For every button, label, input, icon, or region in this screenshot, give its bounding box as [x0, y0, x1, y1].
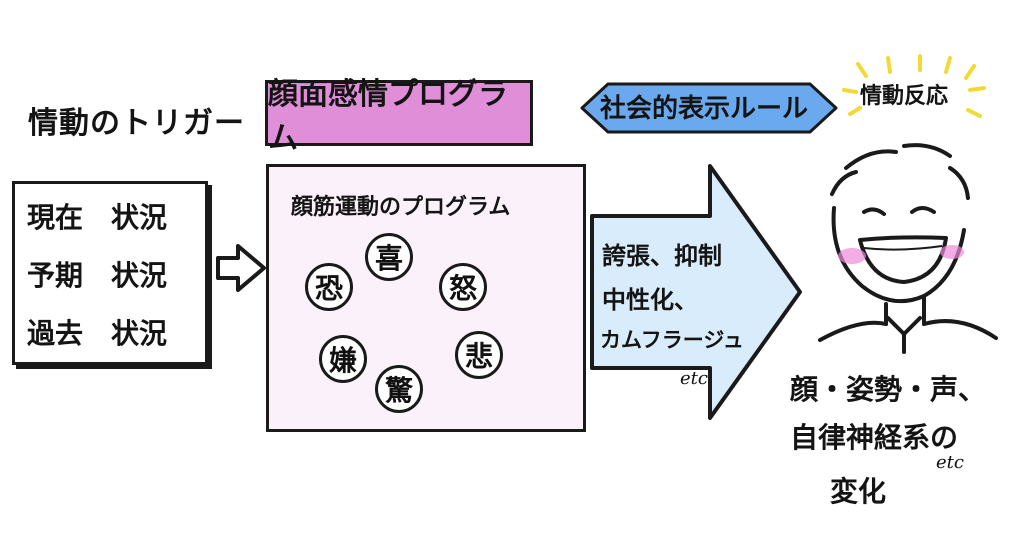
emotion-sadness: 悲	[455, 331, 503, 379]
emotion-joy: 喜	[365, 233, 413, 281]
trigger-item-expected: 予期 状況	[27, 259, 168, 292]
reaction-line-face-posture-voice: 顔・姿勢・声、	[790, 373, 987, 406]
emotion-fear: 恐	[305, 263, 353, 311]
reaction-etc: etc	[936, 452, 964, 473]
social-display-rules-label: 社会的表示ルール	[600, 94, 809, 124]
social-rules-arrow	[590, 164, 802, 420]
emotional-reaction-label: 情動反応	[860, 84, 949, 109]
trigger-item-present: 現在 状況	[27, 201, 168, 234]
emotion-surprise: 驚	[375, 365, 423, 413]
trigger-title: 情動のトリガー	[28, 106, 245, 141]
facial-muscle-program-title: 顔筋運動のプログラム	[291, 195, 511, 220]
emotion-anger: 怒	[439, 263, 487, 311]
reaction-line-change: 変化	[830, 475, 887, 508]
social-rule-line-camouflage: カムフラージュ	[600, 328, 744, 352]
reaction-line-autonomic: 自律神経系の	[790, 421, 959, 454]
trigger-item-past: 過去 状況	[27, 317, 168, 350]
social-rule-line-neutralization: 中性化、	[602, 286, 698, 314]
smiling-face-illustration	[818, 143, 998, 354]
facial-emotion-program-label: 顔面感情プログラム	[265, 77, 533, 156]
emotion-disgust: 嫌	[319, 335, 367, 383]
social-rule-line-exaggeration: 誇張、抑制	[602, 242, 722, 270]
facial-muscle-program-box: 顔筋運動のプログラム 喜 恐 怒 嫌 悲 驚	[266, 164, 586, 432]
reaction-glow	[842, 54, 986, 118]
social-rule-etc: etc	[680, 368, 708, 389]
trigger-box: 現在 状況 予期 状況 過去 状況	[12, 181, 208, 365]
social-display-rules-banner	[580, 82, 838, 134]
trigger-to-program-arrow	[216, 244, 266, 292]
